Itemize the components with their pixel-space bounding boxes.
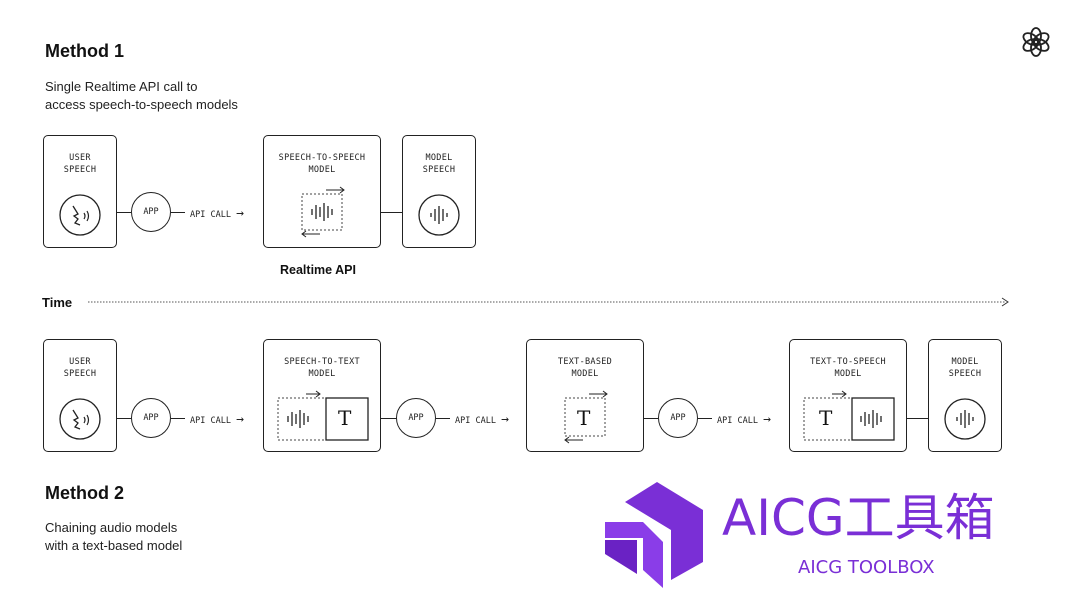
watermark-subtitle: AICG TOOLBOX bbox=[798, 557, 935, 578]
m2-app-label-1: APP bbox=[143, 413, 159, 423]
m1-model-speech-box: MODEL SPEECH bbox=[402, 135, 476, 248]
time-arrow bbox=[88, 297, 1009, 307]
m2-api-call-text-2: API CALL bbox=[455, 416, 496, 426]
m1-arrow-icon: → bbox=[236, 206, 244, 221]
m2-stt-label-1: SPEECH-TO-TEXT bbox=[284, 357, 360, 367]
m1-app-circle: APP bbox=[131, 192, 171, 232]
m2-tts-model-box: TEXT-TO-SPEECH MODEL T bbox=[789, 339, 907, 452]
m1-s2s-label-1: SPEECH-TO-SPEECH bbox=[278, 153, 366, 163]
m2-connector-4 bbox=[436, 418, 450, 420]
m2-model-speech-box: MODEL SPEECH bbox=[928, 339, 1002, 452]
m2-app-circle-1: APP bbox=[131, 398, 171, 438]
m1-user-speech-box: USER SPEECH bbox=[43, 135, 117, 248]
openai-logo-icon bbox=[1022, 27, 1050, 57]
m1-connector-3 bbox=[381, 212, 402, 214]
m2-stt-model-box: SPEECH-TO-TEXT MODEL T bbox=[263, 339, 381, 452]
m2-api-call-label-2: API CALL → bbox=[455, 412, 509, 427]
m2-connector-5 bbox=[644, 418, 658, 420]
text-to-speech-icon bbox=[803, 390, 895, 441]
realtime-api-label: Realtime API bbox=[280, 263, 356, 277]
method1-desc-line2: access speech-to-speech models bbox=[45, 97, 238, 112]
aicg-logo-icon bbox=[605, 482, 703, 588]
method2-desc-line1: Chaining audio models bbox=[45, 520, 178, 535]
text-T-icon: T bbox=[338, 406, 352, 430]
m2-connector-3 bbox=[381, 418, 397, 420]
m2-api-call-text-1: API CALL bbox=[190, 416, 231, 426]
m2-arrow-icon-1: → bbox=[236, 412, 244, 427]
m2-api-call-label-3: API CALL → bbox=[717, 412, 771, 427]
m1-api-call-text: API CALL bbox=[190, 210, 231, 220]
m1-s2s-model-box: SPEECH-TO-SPEECH MODEL bbox=[263, 135, 381, 248]
m2-app-circle-2: APP bbox=[396, 398, 436, 438]
m1-api-call-label: API CALL → bbox=[190, 206, 244, 221]
watermark-title: AICG工具箱 bbox=[722, 489, 995, 547]
m2-connector-7 bbox=[907, 418, 928, 420]
m2-connector-6 bbox=[698, 418, 712, 420]
m2-text-label-1: TEXT-BASED bbox=[557, 357, 613, 367]
m1-user-speech-label-1: USER bbox=[69, 153, 91, 163]
m1-model-speech-label-1: MODEL bbox=[425, 153, 453, 163]
m2-arrow-icon-3: → bbox=[763, 412, 771, 427]
m2-connector-1 bbox=[117, 418, 131, 420]
m2-tts-label-1: TEXT-TO-SPEECH bbox=[810, 357, 886, 367]
speech-to-text-icon bbox=[277, 390, 369, 441]
speaking-head-icon bbox=[59, 398, 101, 440]
m2-user-speech-label-1: USER bbox=[69, 357, 91, 367]
m2-app-circle-3: APP bbox=[658, 398, 698, 438]
m1-user-speech-label-2: SPEECH bbox=[63, 165, 97, 175]
waveform-icon bbox=[418, 194, 460, 236]
m1-connector-1 bbox=[117, 212, 131, 214]
m1-connector-2 bbox=[171, 212, 185, 214]
m2-stt-label-2: MODEL bbox=[308, 369, 336, 379]
m1-model-speech-label-2: SPEECH bbox=[422, 165, 456, 175]
m2-text-model-box: TEXT-BASED MODEL T bbox=[526, 339, 644, 452]
m2-api-call-label-1: API CALL → bbox=[190, 412, 244, 427]
m2-text-label-2: MODEL bbox=[571, 369, 599, 379]
m2-connector-2 bbox=[171, 418, 185, 420]
m2-user-speech-box: USER SPEECH bbox=[43, 339, 117, 452]
time-label: Time bbox=[42, 295, 73, 310]
m2-api-call-text-3: API CALL bbox=[717, 416, 758, 426]
m2-model-speech-label-1: MODEL bbox=[951, 357, 979, 367]
text-T-icon: T bbox=[819, 406, 833, 430]
m1-s2s-label-2: MODEL bbox=[308, 165, 336, 175]
m2-app-label-3: APP bbox=[670, 413, 686, 423]
m2-user-speech-label-2: SPEECH bbox=[63, 369, 97, 379]
text-T-icon: T bbox=[577, 406, 591, 430]
m1-app-label: APP bbox=[143, 207, 159, 217]
m2-model-speech-label-2: SPEECH bbox=[948, 369, 982, 379]
speaking-head-icon bbox=[59, 194, 101, 236]
m2-arrow-icon-2: → bbox=[501, 412, 509, 427]
method2-desc-line2: with a text-based model bbox=[45, 538, 183, 553]
method2-title: Method 2 bbox=[45, 483, 124, 503]
m2-tts-label-2: MODEL bbox=[834, 369, 862, 379]
method1-desc-line1: Single Realtime API call to bbox=[45, 79, 198, 94]
waveform-loop-icon bbox=[301, 186, 345, 238]
method1-title: Method 1 bbox=[45, 41, 124, 61]
waveform-icon bbox=[944, 398, 986, 440]
m2-app-label-2: APP bbox=[408, 413, 424, 423]
text-loop-icon bbox=[564, 390, 608, 444]
